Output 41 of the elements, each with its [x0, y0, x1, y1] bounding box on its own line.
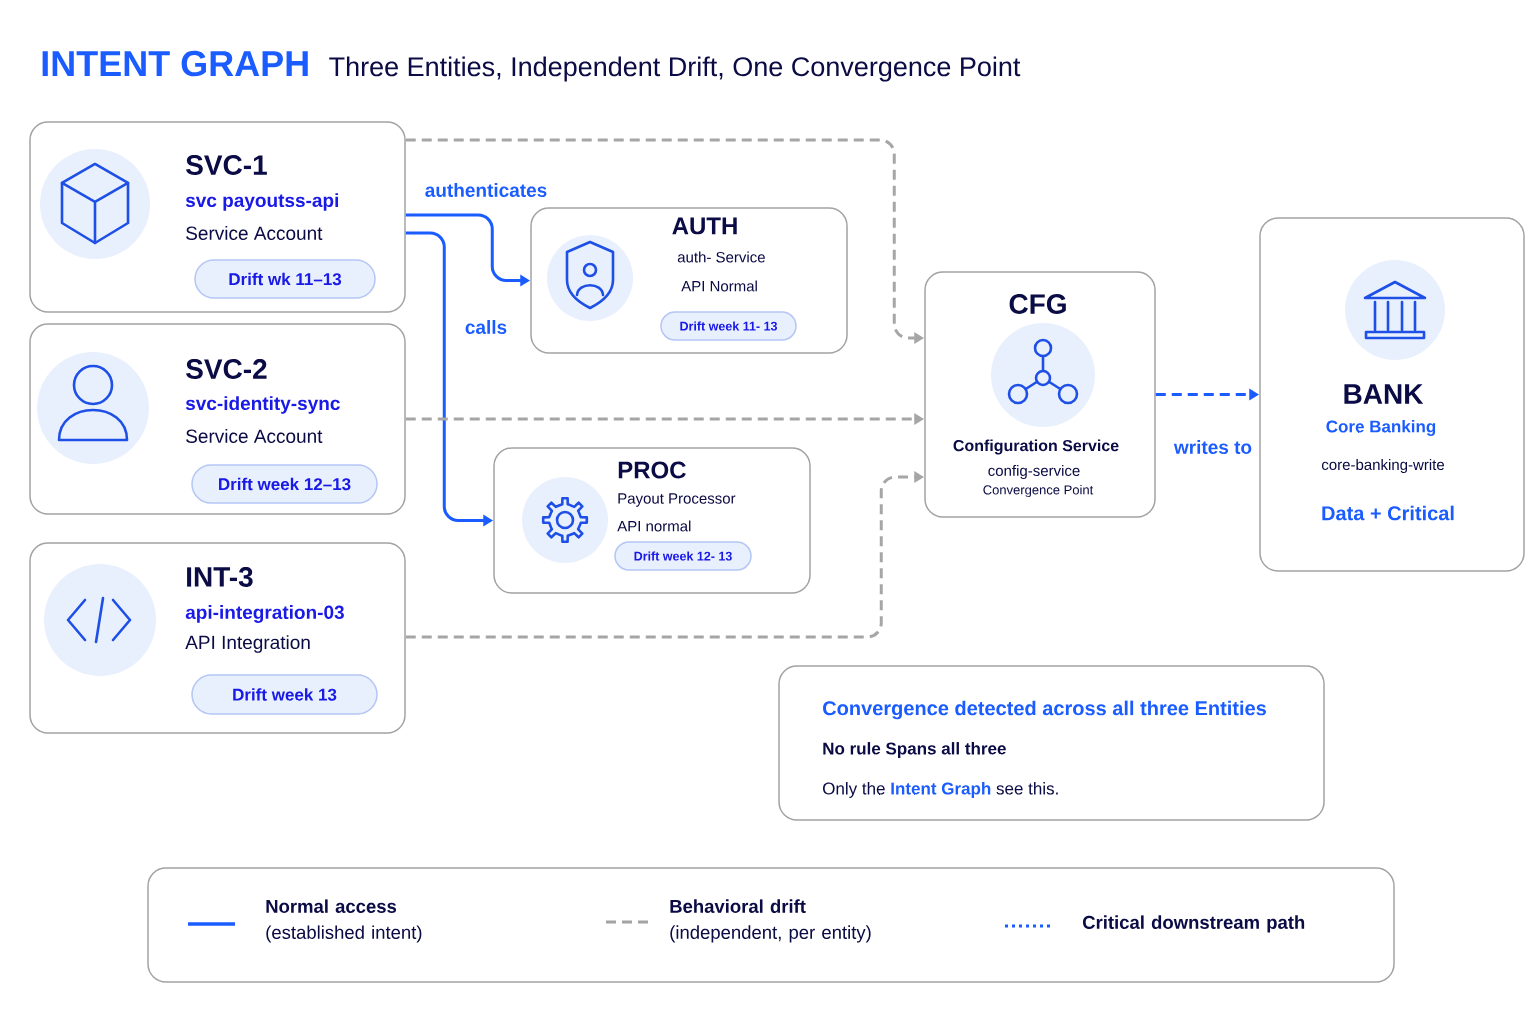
entity-type: Service Account: [186, 226, 323, 240]
card-title: SVC-2: [186, 359, 267, 379]
card-title: CFG: [1009, 294, 1066, 314]
legend-text: Critical downstream path: [1082, 915, 1305, 933]
entity-type: Service Account: [186, 429, 323, 443]
subtitle: Three Entities, Independent Drift, One Convergence Point: [329, 56, 1021, 82]
entity-type: API Integration: [185, 635, 310, 653]
card-title: BANK: [1344, 384, 1424, 404]
entity-id: svc payoutss-api: [185, 193, 338, 211]
drift-badge: Drift week 11- 13: [660, 311, 797, 341]
drift-badge: Drift week 12- 13: [614, 541, 752, 571]
entity-type: Configuration Service: [953, 439, 1119, 455]
title: INTENT GRAPH: [42, 50, 308, 77]
note-heading: Convergence detected across all three Entities: [823, 700, 1266, 720]
card-title: PROC: [618, 461, 686, 479]
entity-detail: config-service: [988, 465, 1080, 479]
entity-id: api-integration-03: [185, 605, 344, 623]
entity-detail: Payout Processor: [618, 493, 736, 507]
note-box: [778, 665, 1325, 821]
entity-detail: API Normal: [681, 280, 757, 292]
criticality-label: Data + Critical: [1322, 505, 1454, 521]
edge-label: authenticates: [422, 181, 550, 199]
card-title: INT-3: [187, 567, 253, 587]
entity-detail: API normal: [617, 520, 691, 532]
drift-badge: Drift week 12–13: [191, 464, 378, 504]
drift-badge: Drift wk 11–13: [194, 259, 376, 299]
entity-type: Core Banking: [1326, 420, 1436, 436]
entity-id: svc-identity-sync: [185, 396, 340, 414]
card-title: AUTH: [672, 217, 737, 235]
legend-text: Normal access (established intent): [266, 899, 422, 943]
entity-detail: core-banking-write: [1321, 459, 1444, 473]
entity-detail: Convergence Point: [983, 484, 1094, 498]
note-text: No rule Spans all three: [823, 742, 1006, 758]
note-text: Only the Intent Graph see this.: [823, 782, 1058, 798]
entity-card: [1259, 217, 1525, 572]
card-title: SVC-1: [186, 155, 267, 175]
entity-detail: auth- Service: [677, 251, 765, 263]
drift-badge: Drift week 13: [191, 674, 378, 715]
edge-label: calls: [462, 318, 510, 336]
legend-text: Behavioral drift (independent, per entity): [670, 899, 871, 943]
edge-label: writes to: [1171, 438, 1255, 456]
